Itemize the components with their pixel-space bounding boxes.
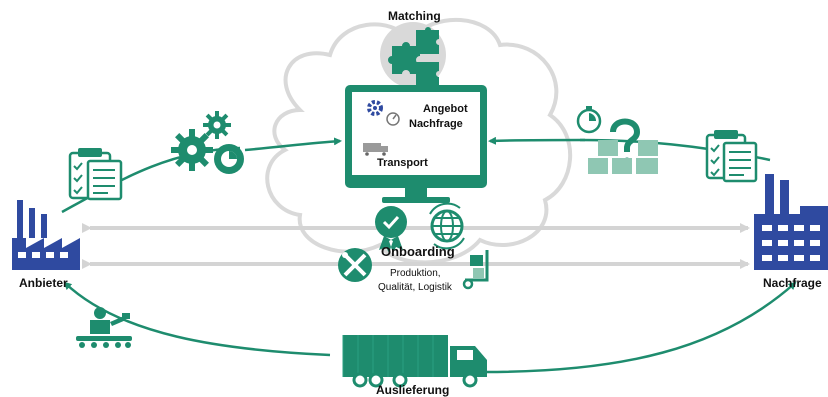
- clipboard-icon-right: [705, 130, 758, 183]
- services-line2: Qualität, Logistik: [378, 282, 452, 293]
- factory-icon-nachfrage: [754, 174, 828, 270]
- matching-label: Matching: [388, 9, 441, 23]
- services-line1: Produktion,: [390, 268, 441, 279]
- angebot-label: Angebot: [423, 103, 468, 115]
- transport-label: Transport: [377, 157, 428, 169]
- tools-icon: [338, 248, 372, 282]
- auslieferung-label: Auslieferung: [376, 383, 450, 397]
- anbieter-label: Anbieter: [19, 276, 68, 290]
- grey-arrows: [82, 223, 750, 269]
- hand-truck-icon: [462, 250, 489, 290]
- cloud-background: [265, 18, 573, 265]
- screen-truck-icon: [363, 143, 388, 156]
- certificate-icon: [375, 206, 407, 253]
- boxes-icon: [588, 140, 658, 174]
- gears-icon: [171, 111, 231, 171]
- globe-icon: [429, 202, 465, 250]
- puzzle-icon: [380, 22, 446, 88]
- nachfrage-label: Nachfrage: [763, 276, 822, 290]
- truck-icon: [342, 335, 487, 388]
- timer-icon: [576, 106, 602, 134]
- onboarding-label: Onboarding: [381, 244, 455, 259]
- factory-icon-anbieter: [12, 200, 80, 270]
- clipboard-icon: [68, 148, 123, 201]
- screen-timer-icon: [386, 112, 400, 126]
- screen-gear-icon: [367, 100, 383, 116]
- nachfrage-screen-label: Nachfrage: [409, 118, 463, 130]
- analytics-circle-icon: [214, 144, 244, 174]
- worker-conveyor-icon: [76, 307, 132, 348]
